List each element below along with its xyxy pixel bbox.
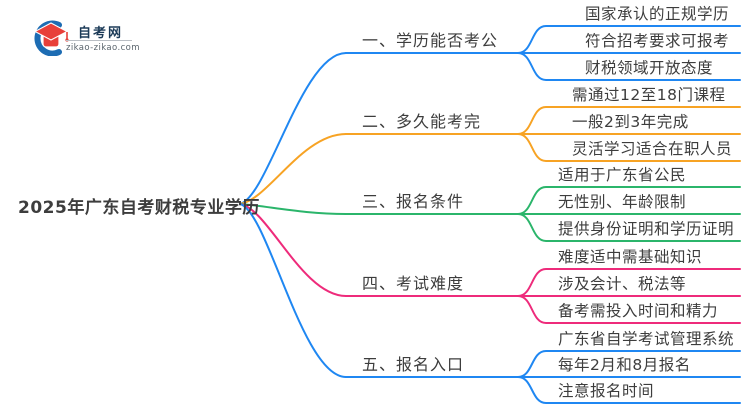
- central-topic: 2025年广东自考财税专业学历: [18, 198, 260, 218]
- branch-4-trunk-line: [239, 203, 347, 297]
- branch-3-leaf-1: 适用于广东省公民: [558, 166, 687, 184]
- branch-4-leaf-3-line: [517, 295, 741, 324]
- logo-domain: zikao-zikao.com: [66, 43, 140, 53]
- branch-2-trunk-line: [239, 133, 347, 205]
- branch-3-label: 三、报名条件: [362, 192, 465, 211]
- logo-cap-board: [33, 22, 69, 41]
- branch-2-leaf-1: 需通过12至18门课程: [572, 86, 726, 104]
- branch-2-leaf-3-line: [517, 133, 741, 162]
- branch-4-leaf-3: 备考需投入时间和精力: [558, 302, 719, 320]
- site-logo: 自考网 zikao-zikao.com: [30, 18, 150, 60]
- branch-1-leaf-3-line: [517, 52, 741, 81]
- branch-5-leaf-2: 每年2月和8月报名: [558, 356, 691, 374]
- branch-1-label: 一、学历能否考公: [362, 31, 499, 50]
- branch-1-trunk-line: [239, 52, 347, 205]
- branch-1-leaf-1: 国家承认的正规学历: [585, 5, 730, 23]
- logo-divider: [66, 40, 132, 41]
- branch-4-label: 四、考试难度: [362, 274, 465, 293]
- branch-3-trunk-line: [239, 203, 347, 215]
- branch-5-trunk-line: [239, 203, 347, 378]
- branch-3-leaf-3: 提供身份证明和学历证明: [558, 220, 735, 238]
- branch-2-label: 二、多久能考完: [362, 112, 482, 131]
- branch-5-leaf-1: 广东省自学考试管理系统: [558, 330, 735, 348]
- branch-5-leaf-3: 注意报名时间: [558, 382, 655, 400]
- branch-1-leaf-3: 财税领域开放态度: [585, 59, 714, 77]
- branch-4-leaf-1: 难度适中需基础知识: [558, 248, 703, 266]
- logo-title: 自考网: [78, 26, 124, 41]
- graduation-cap-icon: [33, 20, 69, 56]
- branch-2-leaf-2: 一般2到3年完成: [572, 113, 689, 131]
- branch-5-label: 五、报名入口: [362, 355, 465, 374]
- branch-5-leaf-3-line: [517, 376, 741, 404]
- branch-2-leaf-3: 灵活学习适合在职人员: [572, 140, 733, 158]
- branch-1-leaf-2: 符合招考要求可报考: [585, 32, 730, 50]
- branch-3-leaf-3-line: [517, 213, 741, 242]
- branch-4-leaf-2: 涉及会计、税法等: [558, 275, 687, 293]
- branch-3-leaf-2: 无性别、年龄限制: [558, 193, 687, 211]
